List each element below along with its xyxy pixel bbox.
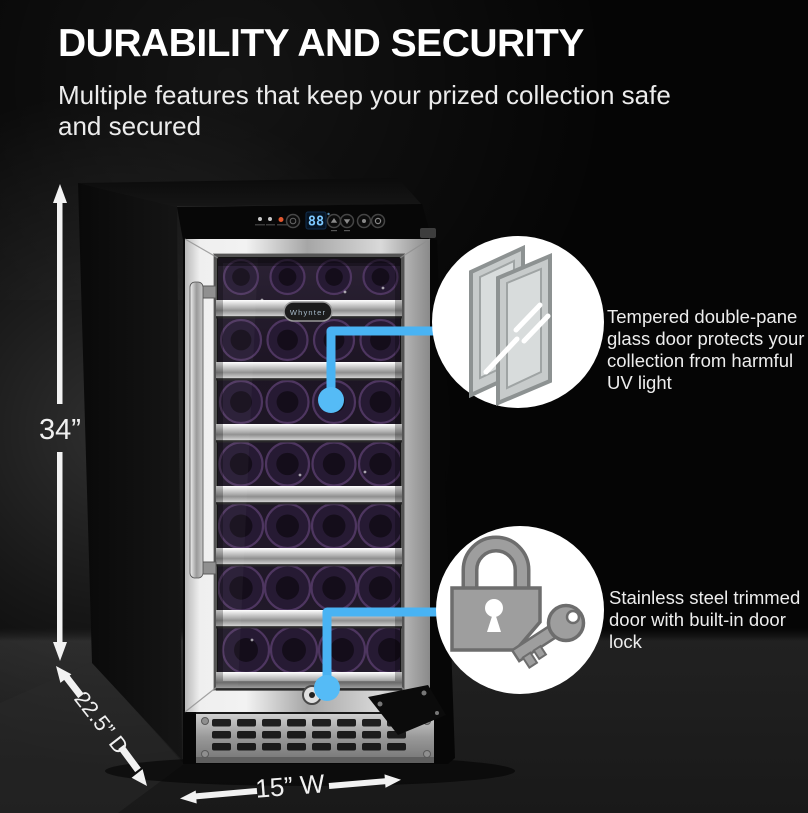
glass-callout: [432, 236, 604, 408]
indicator-led: [268, 217, 272, 221]
light-button: [285, 213, 301, 229]
cabinet-side: [78, 183, 182, 760]
temperature-display: 88: [308, 214, 324, 230]
height-dimension-label: 34”: [39, 414, 81, 446]
screw: [423, 750, 431, 758]
brand-badge: [283, 301, 333, 322]
lock-callout: [436, 526, 604, 694]
page-title: DURABILITY AND SECURITY: [58, 22, 584, 65]
shelf-front: [216, 486, 402, 503]
up-arrow-icon: [330, 218, 338, 223]
shelf-front: [216, 424, 402, 441]
width-arrow: [180, 774, 401, 804]
lock-callout-connector: [322, 607, 470, 688]
lock-callout-dot: [314, 675, 340, 701]
cabinet-top: [78, 178, 422, 207]
shelf-front: [216, 362, 402, 379]
glass-callout-text: Tempered double-pane glass door protects…: [607, 306, 805, 393]
dimension-arrows: [53, 184, 401, 804]
shelf-front: [216, 672, 402, 689]
vent-grille: [196, 685, 446, 763]
control-panel: 88: [255, 211, 436, 238]
glass-callout-connector: [326, 326, 470, 400]
lock-and-key-icon: [450, 535, 586, 670]
wine-cooler: 88: [78, 178, 455, 764]
key-head: [546, 603, 586, 643]
power-button: [370, 213, 386, 229]
power-led: [278, 217, 284, 222]
door-handle: [189, 281, 204, 579]
screw: [201, 750, 209, 758]
double-pane-glass-icon: [469, 244, 552, 407]
shelf-fronts: [216, 300, 402, 691]
callout-connectors: [314, 326, 470, 701]
height-arrow: [53, 184, 67, 661]
page-subtitle: Multiple features that keep your prized …: [58, 80, 671, 141]
brand-badge-label: Whynter: [290, 308, 326, 317]
glass-door: Whynter: [184, 238, 431, 713]
depth-arrow: [56, 666, 147, 786]
screw: [201, 717, 209, 725]
down-arrow-icon: [343, 219, 351, 224]
indicator-led: [258, 217, 262, 221]
lock-callout-text: Stainless steel trimmed door with built-…: [609, 587, 801, 652]
top-hinge: [420, 228, 436, 238]
temperature-lcd: [305, 211, 327, 230]
shelf-front: [216, 548, 402, 565]
glass-callout-dot: [318, 387, 344, 413]
vent-slots: [212, 719, 406, 751]
glass-glints: [250, 286, 385, 642]
bottom-hinge: [368, 685, 446, 735]
keyhole: [485, 599, 503, 617]
